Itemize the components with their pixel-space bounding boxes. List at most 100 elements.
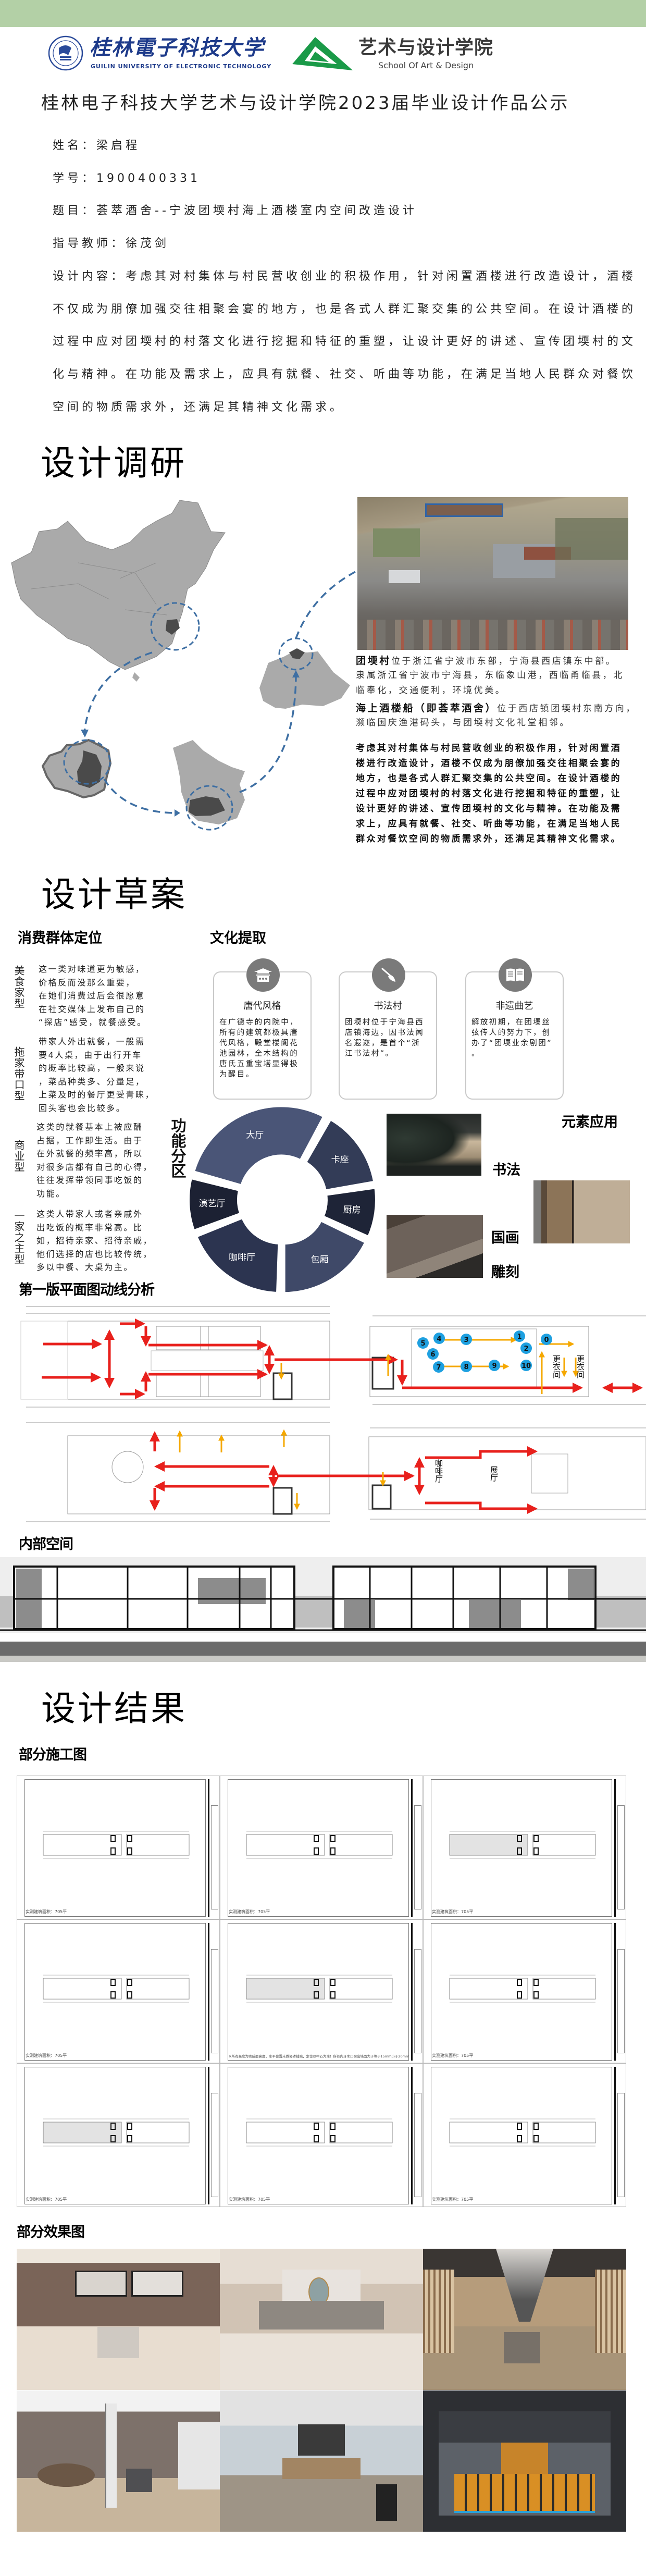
consumer-type-label: 商业型 xyxy=(13,1140,25,1173)
step-number: 0 xyxy=(544,1336,549,1344)
summary-line: 地方，也是各式人群汇聚交集的公共空间。在设计酒楼的 xyxy=(356,773,622,784)
card-text-line: 代风格，殿堂楼阁花 xyxy=(219,1039,299,1047)
draft-heading: 设计草案 xyxy=(41,874,187,915)
zone-segment xyxy=(194,1215,281,1296)
zhejiang-map xyxy=(41,738,112,799)
title-block-strip xyxy=(617,1805,625,1909)
consumer-description: 带家人外出就餐，一般需要4人桌，由于出行开车的概率比较高，一般来说，菜品种类多、… xyxy=(39,1035,155,1115)
floor-plan-thumbnail xyxy=(241,1974,397,2003)
construction-drawing-sheet[interactable]: 实测建筑面积：705平 xyxy=(220,2063,423,2207)
ninghai-map xyxy=(259,648,350,709)
step-marker xyxy=(461,1334,472,1345)
project-topic: 题目：荟萃酒舍--宁波团堧村海上酒楼室内空间改造设计 xyxy=(53,204,417,217)
step-number: 1 xyxy=(517,1333,521,1341)
step-marker xyxy=(489,1360,500,1371)
page-title: 桂林电子科技大学艺术与设计学院2023届毕业设计作品公示 xyxy=(41,93,570,114)
boat-building-marker xyxy=(425,503,503,517)
boat-intro-line: 濒临国庆渔港码头，与团堧村文化礼堂相邻。 xyxy=(356,718,570,728)
floor-plan-thumbnail xyxy=(241,1830,397,1859)
student-id: 学号：1900400331 xyxy=(53,172,201,185)
plan-heading: 第一版平面图动线分析 xyxy=(19,1282,155,1298)
description-line: 要4人桌，由于出行开车 xyxy=(39,1050,142,1060)
consumer-heading: 消费群体定位 xyxy=(18,930,102,946)
section-divider-band-light xyxy=(0,1656,646,1662)
floor-plan-thumbnail xyxy=(38,1974,194,2003)
element-heading: 元素应用 xyxy=(562,1114,618,1130)
design-content-line: 设计内容：考虑其对村集体与村民营收创业的积极作用，针对闲置酒楼进行改造设计，酒楼 xyxy=(53,270,637,283)
village-intro-line: 团堧村位于浙江省宁波市东部，宁海县西店镇东中部。 xyxy=(356,656,616,666)
step-number: 7 xyxy=(436,1364,441,1372)
construction-drawing-sheet[interactable]: 实测建筑面积：705平 xyxy=(220,1776,423,1919)
summary-line: 楼进行改造设计，酒楼不仅成为朋僚加强交往相聚会宴的 xyxy=(356,758,622,769)
title-block xyxy=(614,1923,625,2061)
title-block-strip xyxy=(617,2093,625,2197)
card-text-line: 在广德寺的内院中， xyxy=(219,1018,299,1027)
construction-drawing-sheet[interactable]: 实测建筑面积：705平 xyxy=(423,1919,626,2063)
drawing-caption: 实测建筑面积：705平 xyxy=(26,2197,67,2202)
description-line: 在外就餐的频率高，所以 xyxy=(36,1149,143,1158)
card-text-line: 解放初期，在团堧丝 xyxy=(471,1018,551,1027)
consumer-description: 这类的就餐基本上被应酬占据，工作即生活。由于在外就餐的频率高，所以对很多店都有自… xyxy=(36,1120,153,1200)
title-block-strip xyxy=(211,1949,218,2053)
title-block-strip xyxy=(414,2093,421,2197)
construction-drawing-sheet[interactable]: ※所有高度为完成面高度，水平位置未做瓷砖铺贴，定位以中心为准！所有内牙木口突出墙… xyxy=(220,1919,423,2063)
sheet-frame xyxy=(228,1779,409,1917)
floor-plan-thumbnail xyxy=(444,1974,601,2003)
guest-flow-arrows xyxy=(42,1318,643,1514)
construction-drawing-sheet[interactable]: 实测建筑面积：705平 xyxy=(17,1776,220,1919)
description-line: 他们选择的店也比较传统， xyxy=(36,1249,153,1259)
culture-card-text: 在广德寺的内院中，所有的建筑都极具唐代风格，殿堂楼阁花池园林，全木结构的唐氏五重… xyxy=(219,1017,299,1080)
village-name: 团堧村 xyxy=(356,655,391,667)
village-intro-line: 隶属浙江省宁波市宁海县，东临象山港，西临甬临县，北 xyxy=(356,670,624,681)
card-text-line: 名遐迩，是首个“浙 xyxy=(345,1039,421,1047)
title-block xyxy=(614,1779,625,1917)
card-text-line: 团堧村位于宁海县西 xyxy=(345,1018,425,1027)
construction-drawing-sheet[interactable]: 实测建筑面积：705平 xyxy=(17,1919,220,2063)
floor-plan-thumbnail xyxy=(38,1830,194,1859)
sheet-frame xyxy=(228,1923,409,2061)
culture-card: 非遗曲艺解放初期，在团堧丝弦传人的努力下，创办了“团堧业余剧团”。 xyxy=(465,958,564,1100)
card-text-line: 弦传人的努力下，创 xyxy=(471,1029,551,1037)
advisor: 指导教师：徐茂剑 xyxy=(53,237,170,250)
carving-element-photo xyxy=(387,1215,483,1278)
description-line: 如，招待亲家、招待亲戚， xyxy=(36,1236,153,1246)
description-line: 这一类对味道更为敏感， xyxy=(39,964,145,974)
construction-drawing-sheet[interactable]: 实测建筑面积：705平 xyxy=(423,2063,626,2207)
drawing-caption: 实测建筑面积：705平 xyxy=(229,2197,270,2202)
design-content-line: 不仅成为朋僚加强交往相聚会宴的地方，也是各式人群汇聚交集的公共空间。在设计酒楼的 xyxy=(53,303,637,316)
drawing-caption: 实测建筑面积：705平 xyxy=(432,1909,474,1914)
summary-line: 求上，应具有就餐、社交、听曲等功能，在满足当地人民 xyxy=(356,819,622,829)
card-text-line: 。 xyxy=(471,1050,480,1058)
culture-card: 唐代风格在广德寺的内院中，所有的建筑都极具唐代风格，殿堂楼阁花池园林，全木结构的… xyxy=(213,958,312,1100)
zone-segment xyxy=(303,1116,377,1193)
plan-label-cafe: 咖啡厅 xyxy=(434,1459,443,1483)
sheet-frame xyxy=(24,1923,206,2061)
render-entrance-hall xyxy=(17,2249,220,2390)
render-performance-hall xyxy=(423,2390,626,2532)
summary-line: 过程中应对团堧村的村落文化进行挖掘和特征的重塑，让 xyxy=(356,788,622,799)
construction-drawing-sheet[interactable]: 实测建筑面积：705平 xyxy=(17,2063,220,2207)
design-content-line: 过程中应对团堧村的村落文化进行挖掘和特征的重塑，让设计更好的讲述、宣传团堧村的文 xyxy=(53,335,637,348)
school-logo xyxy=(292,37,353,70)
description-line: 的概率比较高，一般来说 xyxy=(39,1063,145,1073)
description-line: 功能。 xyxy=(36,1188,66,1199)
render-cafe xyxy=(220,2390,423,2532)
title-block xyxy=(411,1779,421,1917)
step-marker xyxy=(520,1342,532,1354)
university-emblem-icon xyxy=(48,35,83,71)
card-text-line: 所有的建筑都极具唐 xyxy=(219,1029,299,1037)
design-content-line: 化与精神。在功能及需求上，应具有就餐、社交、听曲等功能，在满足当地人民群众对餐饮 xyxy=(53,368,637,381)
construction-drawing-sheet[interactable]: 实测建筑面积：705平 xyxy=(423,1776,626,1919)
calligraphy-element-photo xyxy=(387,1114,481,1176)
description-line: 这类人带家人或者亲戚外 xyxy=(36,1209,143,1219)
drawing-caption: 实测建筑面积：705平 xyxy=(432,2053,474,2058)
element-label-painting: 国画 xyxy=(491,1230,519,1246)
drawing-caption: 实测建筑面积：705平 xyxy=(229,1909,270,1914)
top-banner xyxy=(0,0,646,27)
route-dashes xyxy=(83,570,358,814)
title-block-strip xyxy=(211,2093,218,2197)
interior-heading: 内部空间 xyxy=(19,1536,73,1552)
consumer-type-label: 一家之主型 xyxy=(13,1210,25,1265)
consumer-description: 这一类对味道更为敏感，价格反而没那么重要，在她们消费过后会很愿意在社交媒体上发布… xyxy=(39,963,147,1029)
